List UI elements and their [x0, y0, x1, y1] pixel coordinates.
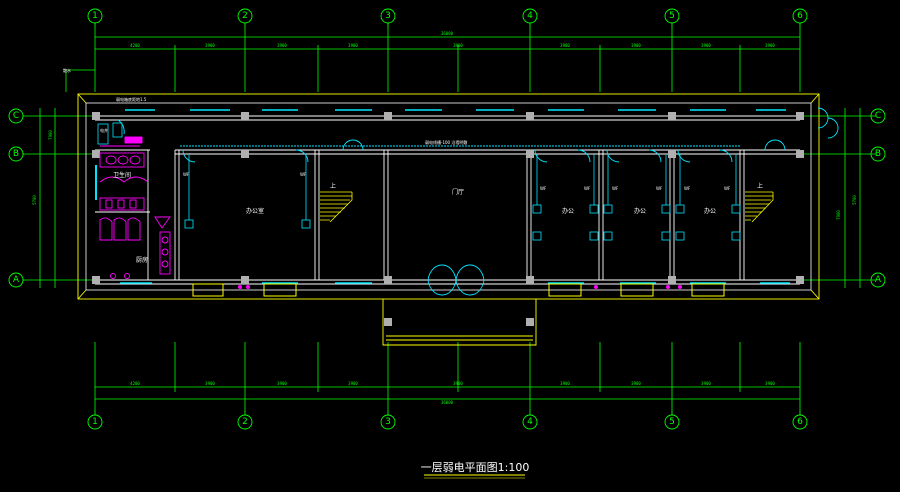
- axis-label-col-4: 4: [527, 11, 533, 21]
- axis-label-col-6-bottom: 6: [797, 417, 803, 427]
- axis-label-col-1: 1: [92, 11, 98, 21]
- note-wf-2: WF: [300, 172, 307, 177]
- structural-columns: [92, 112, 804, 326]
- dimension-text-top: 4200 3900 3900 3900 3900 3900 3900 3900 …: [130, 31, 775, 48]
- doors: [117, 107, 839, 296]
- dim-bottom-8: 3900: [701, 381, 711, 386]
- side-dim-right: 5700: [852, 195, 857, 205]
- room-label-toilet: 卫生间: [113, 171, 131, 179]
- room-label-lobby: 门厅: [452, 188, 464, 196]
- note-wf-1: WF: [183, 172, 190, 177]
- note-wf-8: WF: [724, 186, 731, 191]
- note-wf-3: WF: [540, 186, 547, 191]
- dim-bottom-3: 3900: [277, 381, 287, 386]
- room-label-utility: 厨房: [136, 256, 148, 264]
- axis-label-col-3-bottom: 3: [385, 417, 391, 427]
- axis-label-col-5: 5: [669, 11, 675, 21]
- stair-left: [320, 191, 353, 223]
- room-label-office-left: 办公室: [246, 207, 264, 215]
- stair-right: [745, 191, 774, 223]
- dimension-lines-top: [94, 28, 801, 92]
- dim-top-7: 3900: [631, 43, 641, 48]
- dim-top-9: 3900: [765, 43, 775, 48]
- axis-label-col-5-bottom: 5: [669, 417, 675, 427]
- drawing-title: 一层弱电平面图1:100: [421, 461, 530, 474]
- axis-label-col-2: 2: [242, 11, 248, 21]
- toilet-fixtures: [99, 136, 171, 279]
- dim-total-bottom: 36000: [441, 400, 454, 405]
- elev-right: 7900: [836, 210, 841, 220]
- dim-bottom-6: 3900: [560, 381, 570, 386]
- axis-label-row-b: B: [13, 149, 19, 159]
- stair-up-label-2: 上: [757, 182, 763, 190]
- dim-bottom-5: 3900: [453, 381, 463, 386]
- axis-label-row-c-right: C: [875, 111, 881, 121]
- note-wf-7: WF: [684, 186, 691, 191]
- room-label-office-r1: 办公: [562, 207, 574, 215]
- dim-bottom-2: 3900: [205, 381, 215, 386]
- stair-up-label-1: 上: [330, 182, 336, 190]
- dim-total-top: 36000: [441, 31, 454, 36]
- axis-label-row-b-right: B: [875, 149, 881, 159]
- sill-boxes: [192, 283, 725, 297]
- room-label-office-r3: 办公: [704, 207, 716, 215]
- axis-label-row-c: C: [13, 111, 19, 121]
- axis-bubbles: [8, 8, 886, 430]
- outlets: [97, 122, 741, 241]
- dim-top-2: 3900: [205, 43, 215, 48]
- dimension-text-bottom: 4200 3900 3900 3900 3900 3900 3900 3900 …: [130, 381, 775, 405]
- elev-left: 7900: [48, 130, 53, 140]
- note-wf-5: WF: [612, 186, 619, 191]
- axis-label-col-6: 6: [797, 11, 803, 21]
- note-wf-6: WF: [656, 186, 663, 191]
- axis-label-col-4-bottom: 4: [527, 417, 533, 427]
- dim-top-5: 3900: [453, 43, 463, 48]
- dim-top-1: 4200: [130, 43, 140, 48]
- room-label-office-r2: 办公: [634, 207, 646, 215]
- note-water: 散水: [63, 67, 71, 73]
- dim-top-3: 3900: [277, 43, 287, 48]
- note-cable-line: 弱电线槽-100 沿墙明敷: [425, 139, 467, 145]
- outer-walls: [77, 93, 820, 346]
- dim-bottom-1: 4200: [130, 381, 140, 386]
- axis-labels: 1 2 3 4 5 6 1 2 3 4 5 6 C B A C B A: [13, 11, 882, 427]
- axis-label-col-1-bottom: 1: [92, 417, 98, 427]
- dim-bottom-4: 3900: [348, 381, 358, 386]
- room-label-electric: 电井: [100, 127, 108, 133]
- windows: [120, 109, 790, 284]
- outlet-dots: [238, 285, 682, 289]
- dim-top-4: 3900: [348, 43, 358, 48]
- dim-bottom-7: 3900: [631, 381, 641, 386]
- axis-label-row-a: A: [13, 275, 20, 285]
- dim-bottom-9: 3900: [765, 381, 775, 386]
- dim-top-6: 3900: [560, 43, 570, 48]
- axis-label-col-3: 3: [385, 11, 391, 21]
- note-panel: 弱电箱底距地1.5: [116, 96, 147, 102]
- axis-label-col-2-bottom: 2: [242, 417, 248, 427]
- side-dim-left: 5700: [32, 195, 37, 205]
- axis-label-row-a-right: A: [875, 275, 882, 285]
- note-wf-4: WF: [584, 186, 591, 191]
- dimension-lines-side: [24, 69, 876, 288]
- dim-top-8: 3900: [701, 43, 711, 48]
- dimension-lines-bottom: [94, 342, 801, 410]
